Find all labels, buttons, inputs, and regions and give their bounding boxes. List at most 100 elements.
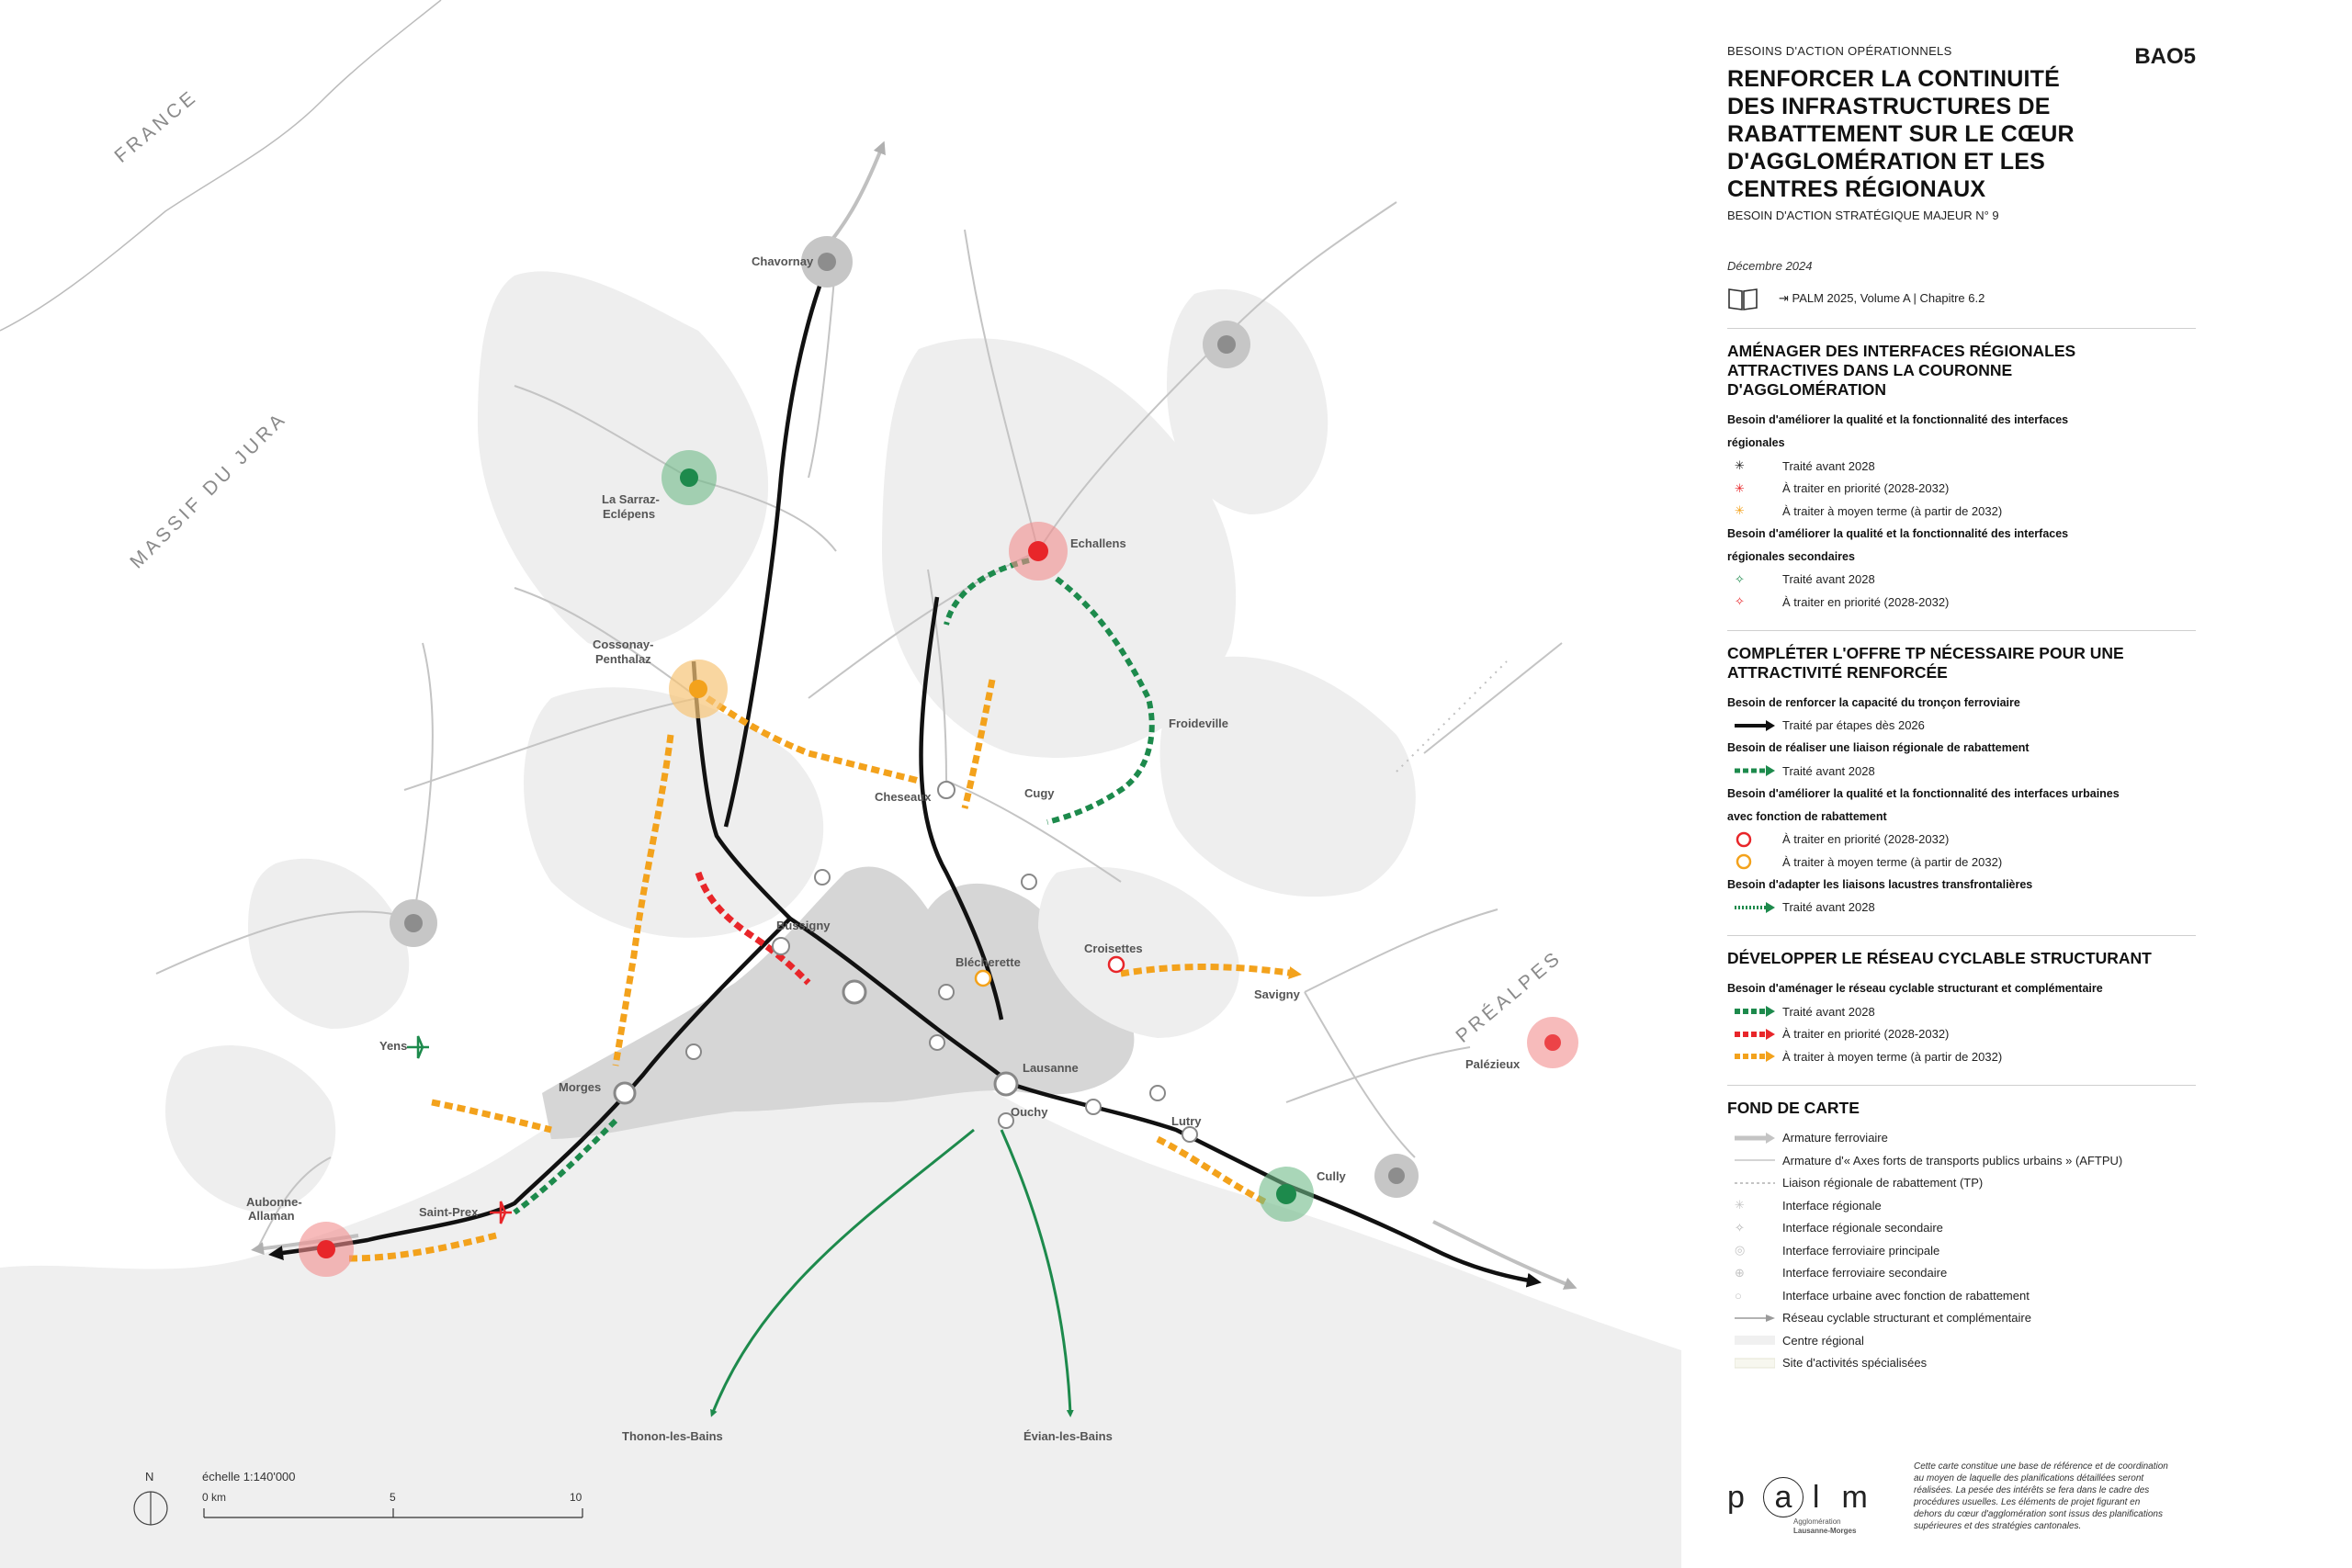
red-diamond-icon: ✧ (1735, 594, 1745, 609)
legend-item: Traité par étapes dès 2026 (1727, 715, 2196, 738)
svg-text:La Sarraz-: La Sarraz- (602, 492, 660, 506)
black-arrow-icon (1727, 716, 1782, 735)
legend-s4-title: FOND DE CARTE (1727, 1098, 1860, 1117)
orange-circle-icon (1727, 852, 1782, 871)
legend-item: ✧À traiter en priorité (2028-2032) (1727, 591, 2196, 614)
legend-item: Traité avant 2028 (1727, 1000, 2196, 1023)
palm-logo: p a l m Agglomération Lausanne-Morges (1727, 1477, 1877, 1536)
svg-text:5: 5 (390, 1491, 396, 1504)
map-code: BAO5 (2134, 44, 2196, 69)
legend-item: Liaison régionale de rabattement (TP) (1727, 1172, 2196, 1195)
subtitle: BESOIN D'ACTION STRATÉGIQUE MAJEUR N° 9 (1727, 209, 1999, 222)
svg-text:Cugy: Cugy (1024, 786, 1055, 800)
aftpu-icon (1727, 1151, 1782, 1169)
disclaimer-note: Cette carte constitue une base de référe… (1914, 1461, 2168, 1531)
legend-item: ✳Interface régionale (1727, 1194, 2196, 1217)
svg-text:Penthalaz: Penthalaz (595, 652, 651, 666)
page-title: RENFORCER LA CONTINUITÉ DES INFRASTRUCTU… (1727, 66, 2075, 202)
green-dashed-arrow-icon (1727, 761, 1782, 780)
svg-text:Aubonne-: Aubonne- (246, 1195, 302, 1209)
cycle-network-icon (1727, 1309, 1782, 1327)
interface-nodes (613, 781, 1198, 1143)
kicker: BESOINS D'ACTION OPÉRATIONNELS (1727, 44, 1952, 58)
legend-item: ✳À traiter à moyen terme (à partir de 20… (1727, 500, 2196, 523)
svg-text:Croisettes: Croisettes (1084, 942, 1143, 955)
svg-text:Bussigny: Bussigny (776, 919, 831, 932)
legend-item: ✧Interface régionale secondaire (1727, 1217, 2196, 1240)
secondary-interface-icon: ✧ (1735, 1220, 1745, 1235)
reference[interactable]: ⇥ PALM 2025, Volume A | Chapitre 6.2 (1727, 286, 2196, 311)
svg-text:Ouchy: Ouchy (1011, 1105, 1048, 1119)
green-diamond-icon: ✧ (1735, 571, 1745, 586)
svg-text:Yens: Yens (379, 1039, 407, 1053)
france-border (0, 0, 442, 332)
main-rail-interface-icon: ◎ (1735, 1243, 1746, 1258)
legend-item: ✳À traiter en priorité (2028-2032) (1727, 478, 2196, 501)
green-cycle-icon (1727, 1002, 1782, 1021)
legend-item: Centre régional (1727, 1329, 2196, 1352)
green-burst-icon: ✳ (1735, 458, 1745, 473)
orange-cycle-icon (1727, 1047, 1782, 1066)
map[interactable]: FRANCE MASSIF DU JURA PRÉALPES Chavornay… (0, 0, 1681, 1568)
legend-item: Armature d'« Axes forts de transports pu… (1727, 1149, 2196, 1172)
cycle-red (695, 871, 811, 986)
north-arrow: N (133, 1470, 168, 1526)
lake-links (710, 1128, 1074, 1417)
svg-text:Froideville: Froideville (1169, 716, 1228, 730)
secondary-rail-interface-icon: ⊕ (1735, 1265, 1745, 1280)
svg-text:Saint-Prex: Saint-Prex (419, 1205, 479, 1219)
legend-item: ✧Traité avant 2028 (1727, 569, 2196, 592)
urban-interface-icon: ○ (1735, 1288, 1742, 1303)
legend-panel: BESOINS D'ACTION OPÉRATIONNELS BAO5 RENF… (1727, 44, 2196, 1551)
svg-text:Lutry: Lutry (1171, 1114, 1202, 1128)
red-cycle-icon (1727, 1025, 1782, 1043)
legend-s2-title: COMPLÉTER L'OFFRE TP NÉCESSAIRE POUR UNE… (1727, 643, 2124, 682)
place-labels: Chavornay La Sarraz- Eclépens Echallens … (246, 254, 1521, 1443)
red-burst-icon: ✳ (1735, 480, 1745, 495)
svg-text:Thonon-les-Bains: Thonon-les-Bains (622, 1429, 723, 1443)
regional-centre-icon (1727, 1331, 1782, 1349)
svg-text:Cheseaux: Cheseaux (875, 790, 932, 804)
svg-text:Eclépens: Eclépens (603, 507, 655, 521)
urban-core (542, 866, 1135, 1139)
regional-interfaces (299, 236, 1578, 1277)
legend-s3-group1: Besoin d'aménager le réseau cyclable str… (1727, 982, 2103, 995)
regional-interface-icon: ✳ (1735, 1198, 1745, 1213)
svg-text:Lausanne: Lausanne (1023, 1061, 1079, 1075)
svg-text:Palézieux: Palézieux (1465, 1057, 1521, 1071)
legend-s2-group2: Besoin de réaliser une liaison régionale… (1727, 741, 2030, 754)
legend-item: Traité avant 2028 (1727, 897, 2196, 919)
secondary-regional-diamonds (407, 1035, 512, 1224)
scale-bar: échelle 1:140'000 0 km 5 10 (202, 1470, 583, 1518)
legend-item: Réseau cyclable structurant et complémen… (1727, 1307, 2196, 1330)
legend-item: À traiter à moyen terme (à partir de 203… (1727, 1045, 2196, 1068)
svg-text:Évian-les-Bains: Évian-les-Bains (1023, 1429, 1113, 1443)
svg-text:Echallens: Echallens (1070, 536, 1126, 550)
activity-site-icon (1727, 1354, 1782, 1372)
legend-item: ◎Interface ferroviaire principale (1727, 1239, 2196, 1262)
green-dotted-arrow-icon (1727, 898, 1782, 917)
red-circle-icon (1727, 830, 1782, 849)
svg-text:Chavornay: Chavornay (752, 254, 814, 268)
regional-link-icon (1727, 1174, 1782, 1192)
legend-s1-group1: Besoin d'améliorer la qualité et la fonc… (1727, 413, 2069, 449)
legend-item: Traité avant 2028 (1727, 760, 2196, 783)
region-label-france: FRANCE (110, 85, 201, 167)
svg-text:Morges: Morges (559, 1080, 601, 1094)
svg-text:échelle 1:140'000: échelle 1:140'000 (202, 1470, 296, 1483)
svg-text:Allaman: Allaman (248, 1209, 295, 1223)
legend-item: À traiter en priorité (2028-2032) (1727, 829, 2196, 852)
book-icon (1728, 288, 1758, 310)
svg-text:10: 10 (570, 1491, 582, 1504)
orange-burst-icon: ✳ (1735, 503, 1745, 518)
legend-item: À traiter à moyen terme (à partir de 203… (1727, 851, 2196, 874)
legend-item: Armature ferroviaire (1727, 1127, 2196, 1150)
rail-icon (1727, 1129, 1782, 1147)
legend-s2-group3: Besoin d'améliorer la qualité et la fonc… (1727, 786, 2120, 823)
lake-leman (0, 1016, 1681, 1568)
legend-s3-title: DÉVELOPPER LE RÉSEAU CYCLABLE STRUCTURAN… (1727, 949, 2152, 967)
date: Décembre 2024 (1727, 259, 1813, 273)
legend-s2-group4: Besoin d'adapter les liaisons lacustres … (1727, 877, 2033, 891)
cycle-orange (348, 679, 1302, 1262)
